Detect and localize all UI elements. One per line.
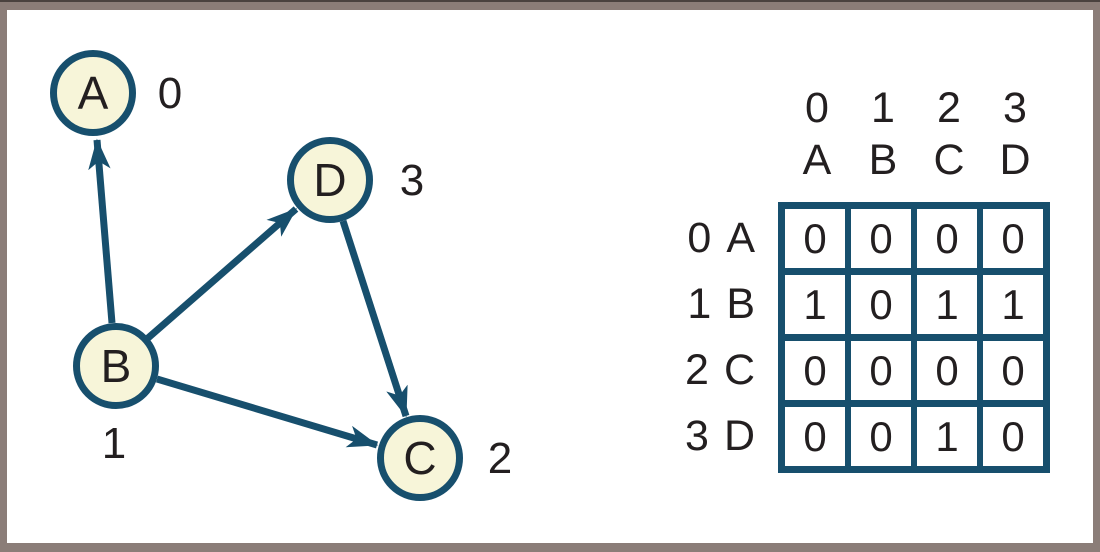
matrix-col-labels: A B C D (784, 134, 1048, 186)
col-label-D: D (999, 136, 1031, 184)
matrix-cell-D-A: 0 (785, 407, 845, 466)
matrix-cell-A-D: 0 (983, 209, 1043, 268)
col-index-3: 3 (1003, 84, 1027, 132)
matrix-col-indices: 0 1 2 3 (784, 82, 1048, 134)
node-D-letter: D (313, 154, 346, 206)
row-index-1: 1 (687, 280, 712, 328)
row-index-0: 0 (687, 214, 712, 262)
row-label-D: D (723, 412, 755, 460)
matrix-cell-C-B: 0 (851, 341, 911, 400)
edge-B-A-arrow (88, 138, 116, 324)
matrix-cell-B-A: 1 (785, 275, 845, 334)
col-label-B: B (868, 136, 898, 184)
node-B-circle (73, 323, 159, 409)
row-label-A: A (726, 214, 755, 262)
adjacency-matrix-grid: 0 0 0 0 1 0 1 1 0 0 0 0 0 0 1 0 (778, 202, 1050, 473)
row-label-C: C (723, 346, 755, 394)
node-B-index: 1 (102, 419, 126, 468)
node-C-index: 2 (488, 434, 512, 483)
node-C: C 2 (377, 415, 512, 501)
matrix-cell-A-B: 0 (851, 209, 911, 268)
matrix-cell-C-A: 0 (785, 341, 845, 400)
row-index-2: 2 (685, 346, 709, 394)
node-D-index: 3 (400, 156, 424, 205)
matrix-cell-A-A: 0 (785, 209, 845, 268)
node-A-circle (50, 50, 136, 136)
edge-B-D-arrow (145, 206, 299, 341)
matrix-cell-B-B: 0 (851, 275, 911, 334)
matrix-cell-D-D: 0 (983, 407, 1043, 466)
node-B: B 1 (73, 323, 159, 468)
matrix-cell-B-C: 1 (917, 275, 977, 334)
col-index-1: 1 (871, 84, 895, 132)
matrix-cell-D-B: 0 (851, 407, 911, 466)
directed-graph: A 0 D 3 B 1 C 2 (50, 50, 512, 501)
matrix-cell-A-C: 0 (917, 209, 977, 268)
edge-D-C-arrow (339, 219, 410, 418)
node-D-circle (287, 137, 373, 223)
col-index-0: 0 (805, 84, 829, 132)
node-D: D 3 (287, 137, 424, 223)
matrix-cell-C-D: 0 (983, 341, 1043, 400)
matrix-cell-C-C: 0 (917, 341, 977, 400)
node-A-letter: A (78, 67, 109, 119)
matrix-cell-D-C: 1 (917, 407, 977, 466)
row-label-B: B (726, 280, 755, 328)
matrix-cell-B-D: 1 (983, 275, 1043, 334)
col-label-C: C (933, 136, 965, 184)
node-C-letter: C (403, 432, 436, 484)
row-index-3: 3 (685, 412, 709, 460)
edge-B-C-arrow (155, 375, 379, 449)
node-C-circle (377, 415, 463, 501)
node-B-letter: B (101, 340, 132, 392)
col-label-A: A (802, 136, 832, 184)
col-index-2: 2 (937, 84, 961, 132)
node-A-index: 0 (158, 69, 182, 118)
node-A: A 0 (50, 50, 182, 136)
